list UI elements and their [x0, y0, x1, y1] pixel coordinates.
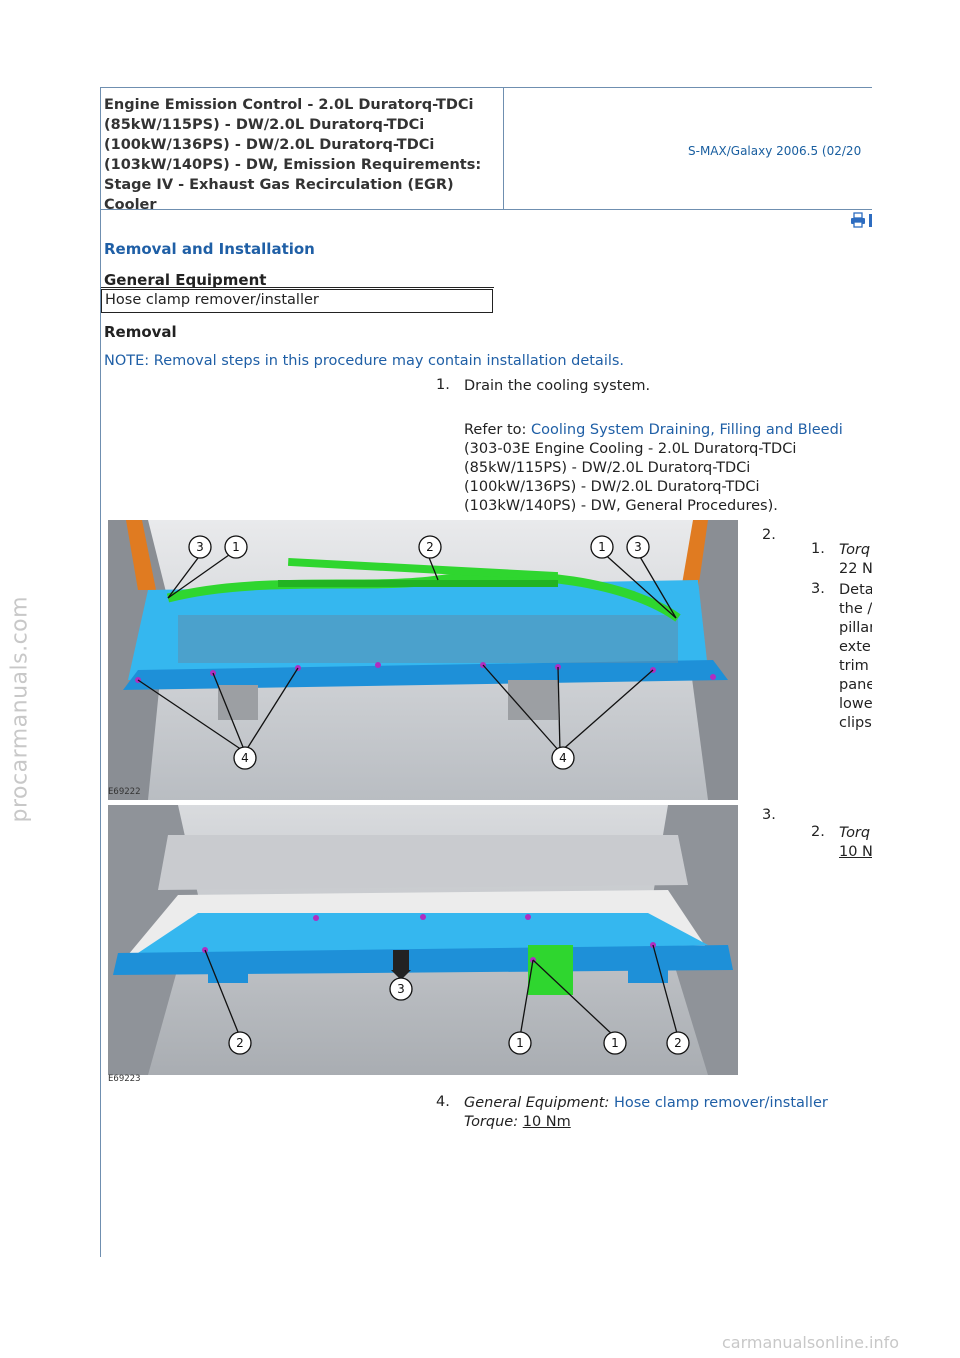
- substep-line: pane: [839, 677, 872, 693]
- callout-label: 3: [397, 982, 405, 996]
- page-title: Engine Emission Control - 2.0L Duratorq-…: [104, 97, 482, 213]
- step-1-number: 1.: [436, 377, 450, 393]
- callout-label: 4: [241, 751, 249, 765]
- removal-heading: Removal: [104, 323, 177, 341]
- side-watermark: procarmanuals.com: [7, 595, 33, 823]
- substep-line: pillar: [839, 620, 872, 636]
- torque-value: 10 N: [839, 844, 872, 860]
- step-4-number: 4.: [436, 1094, 450, 1110]
- printer-icon[interactable]: [850, 212, 866, 228]
- figure-cowl-panel-upper: 3 1 2 1 3 4 4: [108, 520, 738, 800]
- step-2-number: 2.: [762, 527, 776, 543]
- figure-cowl-panel-lower: 3 2 1 1 2: [108, 805, 738, 1075]
- torque-label: Torq: [839, 542, 871, 558]
- page-frame-left-rule: [100, 87, 101, 1257]
- substep-line: clips: [839, 715, 872, 731]
- torque-label: Torque:: [464, 1114, 519, 1130]
- section-title: Removal and Installation: [104, 240, 315, 258]
- step-1-text: Drain the cooling system.: [464, 378, 651, 394]
- substep-line: Deta: [839, 582, 872, 598]
- figure-id: E69222: [108, 787, 141, 797]
- callout-label: 1: [232, 540, 240, 554]
- reference-line: (100kW/136PS) - DW/2.0L Duratorq-TDCi: [464, 479, 760, 495]
- equipment-table: Hose clamp remover/installer: [101, 289, 493, 313]
- callout-label: 3: [196, 540, 204, 554]
- equipment-label: General Equipment:: [464, 1095, 610, 1111]
- callout-label: 1: [611, 1036, 619, 1050]
- reference-line: (303-03E Engine Cooling - 2.0L Duratorq-…: [464, 441, 797, 457]
- reference-line: (85kW/115PS) - DW/2.0L Duratorq-TDCi: [464, 460, 751, 476]
- equipment-heading: General Equipment: [104, 271, 267, 289]
- callout-label: 2: [674, 1036, 682, 1050]
- header-box: [100, 87, 872, 210]
- substep-line: trim: [839, 658, 869, 674]
- substep-line: exte: [839, 639, 871, 655]
- step-1-reference: Refer to: Cooling System Draining, Filli…: [464, 421, 872, 516]
- header-divider: [503, 87, 504, 209]
- reference-line: (103kW/140PS) - DW, General Procedures).: [464, 498, 778, 514]
- torque-value: 22 N: [839, 561, 872, 577]
- print-link-tail[interactable]: [869, 214, 872, 227]
- substep-number: 3.: [811, 581, 825, 597]
- step-4-torque: Torque: 10 Nm: [464, 1113, 571, 1132]
- substep-number: 1.: [811, 541, 825, 557]
- callout-label: 1: [598, 540, 606, 554]
- callout-label: 3: [634, 540, 642, 554]
- equipment-table-rule: [101, 287, 494, 288]
- substep-line: lowe: [839, 696, 872, 712]
- callout-label: 2: [426, 540, 434, 554]
- step-4-equipment: General Equipment: Hose clamp remover/in…: [464, 1094, 828, 1113]
- note-text: NOTE: Removal steps in this procedure ma…: [104, 353, 625, 369]
- callout-label: 4: [559, 751, 567, 765]
- cooling-system-link[interactable]: Cooling System Draining, Filling and Ble…: [531, 422, 843, 438]
- figure-id: E69223: [108, 1074, 141, 1084]
- substep-number: 2.: [811, 824, 825, 840]
- step-3-number: 3.: [762, 807, 776, 823]
- callout-label: 2: [236, 1036, 244, 1050]
- vehicle-model: S-MAX/Galaxy 2006.5 (02/20: [688, 144, 862, 158]
- substep-line: the /: [839, 601, 872, 617]
- equipment-item: Hose clamp remover/installer: [105, 292, 319, 308]
- reference-label: Refer to:: [464, 422, 527, 438]
- torque-label: Torq: [839, 825, 871, 841]
- hose-clamp-tool-link[interactable]: Hose clamp remover/installer: [613, 1095, 828, 1111]
- callout-label: 1: [516, 1036, 524, 1050]
- torque-value: 10 Nm: [522, 1114, 571, 1130]
- bottom-watermark: carmanualsonline.info: [722, 1333, 900, 1352]
